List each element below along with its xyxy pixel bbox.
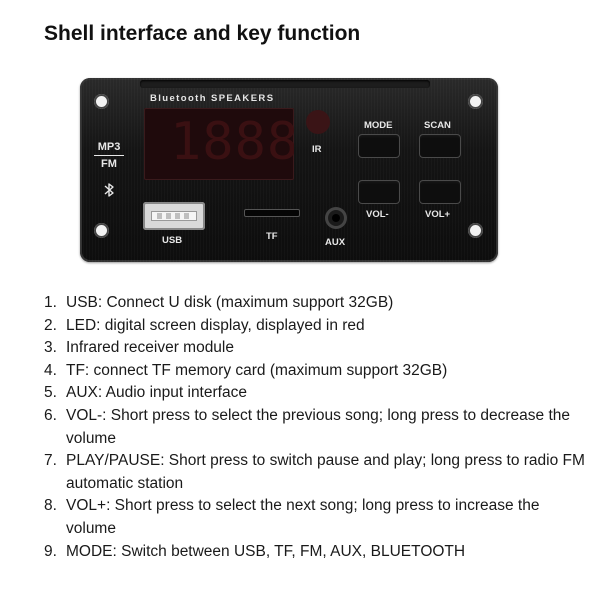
list-item-text: LED: digital screen display, displayed i… bbox=[66, 316, 365, 334]
mp3-module-panel: Bluetooth SPEAKERS MP3 FM 1888 IR MODE S… bbox=[80, 78, 498, 262]
function-list: 1. USB: Connect U disk (maximum support 3… bbox=[44, 292, 592, 563]
list-item-text: VOL+: Short press to select the next son… bbox=[66, 497, 540, 537]
usb-label: USB bbox=[162, 235, 183, 246]
usb-port[interactable] bbox=[143, 202, 205, 230]
list-item-number: 5. bbox=[44, 384, 57, 402]
list-item: 9. MODE: Switch between USB, TF, FM, AUX,… bbox=[44, 541, 592, 564]
list-item: 5. AUX: Audio input interface bbox=[44, 382, 592, 405]
led-digits: 1888 bbox=[170, 112, 294, 172]
list-item-text: USB: Connect U disk (maximum support 32G… bbox=[66, 294, 394, 311]
aux-jack[interactable] bbox=[325, 207, 347, 229]
usb-port-pins bbox=[157, 213, 191, 219]
list-item: 4. TF: connect TF memory card (maximum su… bbox=[44, 360, 592, 383]
mounting-hole-bottom-left bbox=[94, 223, 109, 238]
list-item-text: TF: connect TF memory card (maximum supp… bbox=[66, 361, 448, 379]
list-item-number: 2. bbox=[44, 316, 57, 334]
mounting-hole-bottom-right bbox=[468, 223, 483, 238]
aux-label: AUX bbox=[325, 237, 346, 248]
list-item-number: 4. bbox=[44, 361, 57, 379]
list-item: 8. VOL+: Short press to select the next s… bbox=[44, 495, 592, 540]
brand-label: Bluetooth SPEAKERS bbox=[150, 93, 275, 104]
scan-key-label: SCAN bbox=[424, 120, 451, 131]
led-display: 1888 bbox=[144, 108, 294, 180]
list-item-text: AUX: Audio input interface bbox=[66, 384, 247, 402]
ir-receiver bbox=[306, 110, 330, 134]
list-item: 7. PLAY/PAUSE: Short press to switch paus… bbox=[44, 450, 592, 495]
list-item: 3. Infrared receiver module bbox=[44, 337, 592, 360]
mp3-label: MP3 bbox=[97, 141, 121, 153]
page-title: Shell interface and key function bbox=[44, 22, 361, 45]
mode-button[interactable] bbox=[358, 134, 400, 158]
vol-down-key-label: VOL- bbox=[366, 209, 389, 220]
mp3-fm-logo: MP3 FM bbox=[94, 140, 124, 171]
ir-label: IR bbox=[312, 144, 322, 155]
list-item-number: 6. bbox=[44, 406, 57, 424]
scan-button[interactable] bbox=[419, 134, 461, 158]
list-item-text: MODE: Switch between USB, TF, FM, AUX, B… bbox=[66, 542, 466, 560]
tf-label: TF bbox=[266, 231, 278, 242]
list-item: 2. LED: digital screen display, displayed… bbox=[44, 315, 592, 338]
list-item-text: PLAY/PAUSE: Short press to switch pause … bbox=[66, 452, 585, 492]
list-item-number: 7. bbox=[44, 452, 57, 470]
top-slot bbox=[140, 80, 430, 88]
vol-up-key-label: VOL+ bbox=[425, 209, 451, 220]
tf-card-slot[interactable] bbox=[244, 209, 300, 217]
list-item: 6. VOL-: Short press to select the previo… bbox=[44, 405, 592, 450]
mp3-fm-divider bbox=[94, 155, 124, 156]
mounting-hole-top-right bbox=[468, 94, 483, 109]
list-item-text: VOL-: Short press to select the previous… bbox=[66, 406, 571, 447]
list-item-text: Infrared receiver module bbox=[66, 339, 234, 357]
list-item-number: 1. bbox=[44, 294, 57, 311]
vol-up-button[interactable] bbox=[419, 180, 461, 204]
list-item-number: 3. bbox=[44, 339, 57, 357]
list-item: 1. USB: Connect U disk (maximum support 3… bbox=[44, 292, 592, 315]
fm-label: FM bbox=[101, 158, 117, 170]
list-item-number: 9. bbox=[44, 542, 57, 560]
bluetooth-icon bbox=[104, 183, 114, 197]
mode-key-label: MODE bbox=[364, 120, 393, 131]
list-item-number: 8. bbox=[44, 497, 57, 515]
mounting-hole-top-left bbox=[94, 94, 109, 109]
vol-down-button[interactable] bbox=[358, 180, 400, 204]
